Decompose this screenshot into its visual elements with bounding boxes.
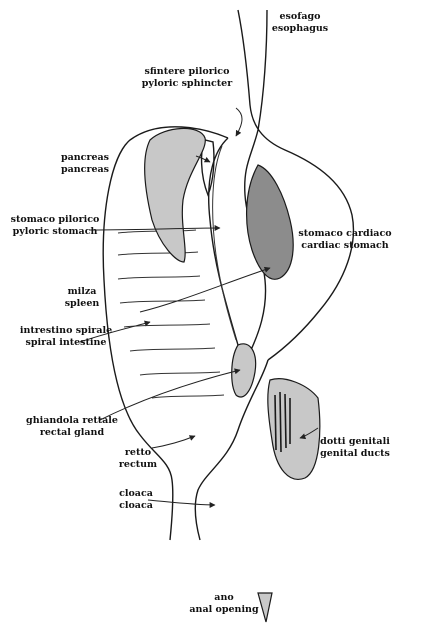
label-pyloric-stomach-it: stomaco pilorico	[11, 214, 100, 225]
label-spleen-it: milza	[68, 286, 97, 297]
label-spiral-intestine-it: intrestino spirale	[20, 325, 112, 336]
label-pyloric-stomach: stomaco pilorico pyloric stomach	[11, 214, 100, 237]
label-anal-opening-it: ano	[214, 592, 233, 603]
label-pyloric-stomach-en: pyloric stomach	[13, 226, 98, 237]
label-spleen-en: spleen	[65, 298, 100, 309]
label-pancreas-it: pancreas	[61, 152, 109, 163]
pyloric-inner-wall	[213, 146, 236, 340]
label-pyloric-sphincter-en: pyloric sphincter	[142, 78, 233, 89]
label-pancreas: pancreas pancreas	[61, 152, 109, 175]
label-rectal-gland-en: rectal gland	[40, 427, 105, 438]
pancreas-shape	[145, 128, 206, 262]
label-genital-ducts-en: genital ducts	[320, 448, 390, 459]
label-spiral-intestine: intrestino spirale spiral intestine	[20, 325, 112, 348]
label-rectal-gland: ghiandola rettale rectal gland	[26, 415, 118, 438]
spleen-shape	[247, 165, 294, 279]
label-spiral-intestine-en: spiral intestine	[26, 337, 107, 348]
anal-opening-shape	[258, 593, 272, 622]
label-genital-ducts: dotti genitali genital ducts	[320, 436, 390, 459]
label-cloaca: cloaca cloaca	[119, 488, 153, 511]
spiral-intestine-folds	[118, 230, 224, 398]
label-genital-ducts-it: dotti genitali	[320, 436, 390, 447]
label-esophagus: esofago esophagus	[272, 11, 328, 34]
label-rectum-en: rectum	[119, 459, 157, 470]
label-rectum-it: retto	[125, 447, 151, 458]
label-rectal-gland-it: ghiandola rettale	[26, 415, 118, 426]
label-esophagus-it: esofago	[280, 11, 321, 22]
label-pyloric-sphincter-it: sfintere pilorico	[145, 66, 230, 77]
label-spleen: milza spleen	[65, 286, 100, 309]
label-pancreas-en: pancreas	[61, 164, 109, 175]
label-cardiac-stomach-it: stomaco cardiaco	[298, 228, 391, 239]
label-cardiac-stomach: stomaco cardiaco cardiac stomach	[298, 228, 391, 251]
label-anal-opening-en: anal opening	[189, 604, 259, 615]
cloaca-right-wall	[195, 360, 268, 540]
label-pyloric-sphincter: sfintere pilorico pyloric sphincter	[142, 66, 233, 89]
rectal-gland-shape	[232, 344, 256, 397]
label-anal-opening: ano anal opening	[189, 592, 259, 615]
label-cardiac-stomach-en: cardiac stomach	[301, 240, 389, 251]
label-rectum: retto rectum	[119, 447, 157, 470]
label-esophagus-en: esophagus	[272, 23, 328, 34]
label-cloaca-en: cloaca	[119, 500, 153, 511]
label-cloaca-it: cloaca	[119, 488, 153, 499]
